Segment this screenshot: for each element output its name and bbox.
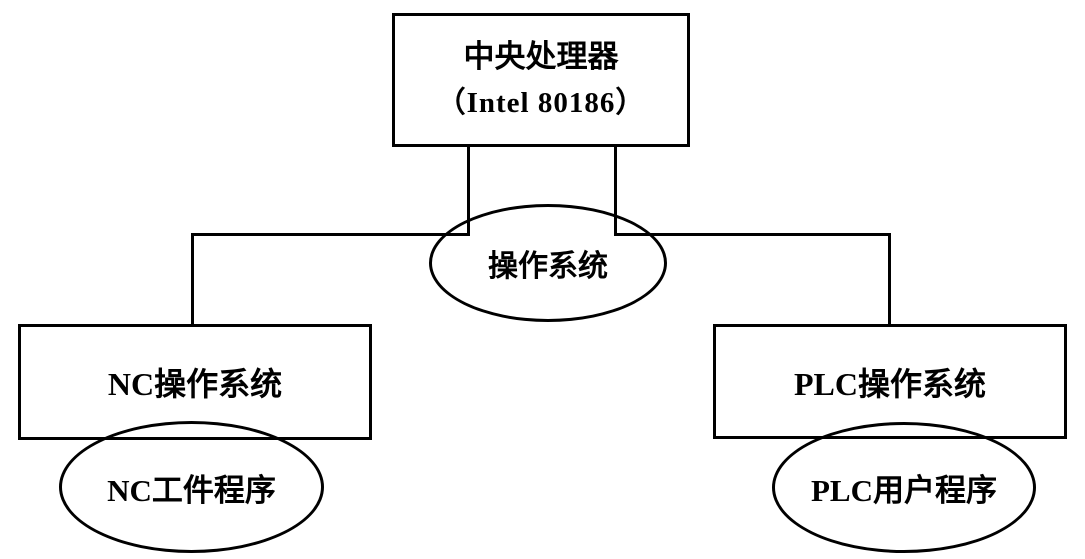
node-os-ellipse: 操作系统 xyxy=(429,204,667,322)
connector-cpu-right-vertical xyxy=(614,146,617,236)
cpu-label-line1: 中央处理器 xyxy=(463,39,619,74)
node-nc-os-box: NC操作系统 xyxy=(18,324,372,440)
nc-program-label: NC工件程序 xyxy=(107,472,276,508)
connector-nc-box-vertical xyxy=(191,233,194,325)
connector-cpu-left-vertical xyxy=(467,146,470,236)
node-plc-program-ellipse: PLC用户程序 xyxy=(772,422,1036,553)
os-label: 操作系统 xyxy=(488,250,608,283)
node-cpu-box: 中央处理器 （Intel 80186） xyxy=(392,13,690,147)
connector-right-horizontal xyxy=(614,233,891,236)
connector-left-horizontal xyxy=(191,233,470,236)
node-nc-program-ellipse: NC工件程序 xyxy=(59,421,324,553)
plc-os-label: PLC操作系统 xyxy=(793,365,986,402)
connector-plc-box-vertical xyxy=(888,233,891,325)
nc-os-label: NC操作系统 xyxy=(107,366,283,402)
plc-program-label: PLC用户程序 xyxy=(811,473,997,508)
cpu-label-line2: （Intel 80186） xyxy=(436,87,646,120)
